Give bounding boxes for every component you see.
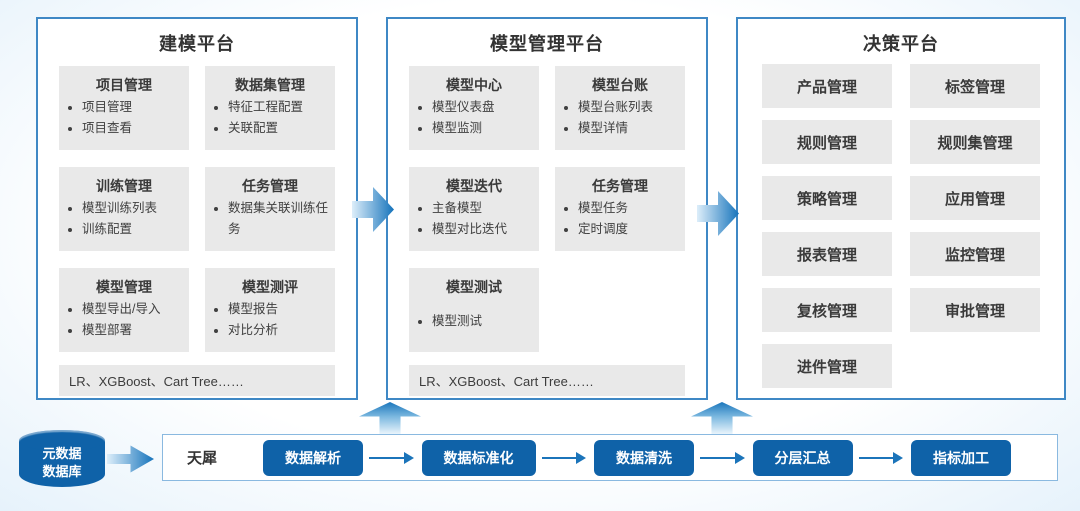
module-item: 模型部署	[82, 320, 183, 341]
flow-arrow-right-icon	[107, 445, 154, 473]
pipeline-step-data-parsing: 数据解析	[263, 439, 364, 476]
module-item-list: 模型测试	[415, 311, 533, 332]
module-grid: 模型中心 模型仪表盘 模型监测 模型台账 模型台账列表 模型详情 模型迭代 主备…	[388, 56, 706, 352]
module-title: 模型台账	[592, 77, 648, 93]
module-title: 模型测试	[446, 279, 502, 295]
pipeline-step-layered-aggregation: 分层汇总	[752, 439, 853, 476]
module-title: 任务管理	[242, 178, 298, 194]
pipeline-connector-arrow-icon	[369, 451, 413, 464]
panel-model-management-platform: 模型管理平台 模型中心 模型仪表盘 模型监测 模型台账 模型台账列表 模型详情 …	[386, 17, 708, 400]
algorithms-footer: LR、XGBoost、Cart Tree……	[59, 365, 335, 396]
module-item: 模型对比迭代	[432, 219, 533, 240]
module-item: 模型训练列表	[82, 198, 183, 219]
module-item-list: 特征工程配置 关联配置	[211, 97, 329, 138]
module-item: 模型仪表盘	[432, 97, 533, 118]
module-item: 模型详情	[578, 118, 679, 139]
module-item: 模型监测	[432, 118, 533, 139]
flow-arrow-up-icon	[359, 402, 421, 435]
module-title: 模型管理	[96, 279, 152, 295]
pipeline-connector-arrow-icon	[700, 451, 744, 464]
decision-module-review-mgmt: 复核管理	[762, 288, 892, 332]
module-item-list: 模型任务 定时调度	[561, 198, 679, 239]
module-item: 模型台账列表	[578, 97, 679, 118]
data-pipeline-band: 天犀 数据解析 数据标准化 数据清洗 分层汇总 指标加工	[162, 434, 1058, 481]
metadata-database-cylinder: 元数据 数据库	[19, 430, 105, 487]
panel-title: 建模平台	[159, 34, 235, 54]
module-title: 模型迭代	[446, 178, 502, 194]
module-item: 数据集关联训练任务	[228, 198, 329, 239]
database-label-line2: 数据库	[42, 463, 82, 479]
decision-module-app-mgmt: 应用管理	[910, 176, 1040, 220]
database-label: 元数据 数据库	[19, 445, 105, 480]
decision-module-intake-mgmt: 进件管理	[762, 344, 892, 388]
decision-module-ruleset-mgmt: 规则集管理	[910, 120, 1040, 164]
module-title: 任务管理	[592, 178, 648, 194]
decision-module-rule-mgmt: 规则管理	[762, 120, 892, 164]
module-item: 模型导出/导入	[82, 299, 183, 320]
decision-module-approval-mgmt: 审批管理	[910, 288, 1040, 332]
module-card-project-mgmt: 项目管理 项目管理 项目查看	[59, 66, 189, 150]
panel-modeling-platform: 建模平台 项目管理 项目管理 项目查看 数据集管理 特征工程配置 关联配置 训练…	[36, 17, 358, 400]
module-card-model-center: 模型中心 模型仪表盘 模型监测	[409, 66, 539, 150]
algorithms-footer: LR、XGBoost、Cart Tree……	[409, 365, 685, 396]
module-item: 项目查看	[82, 118, 183, 139]
module-item: 主备模型	[432, 198, 533, 219]
pipeline-connector-arrow-icon	[541, 451, 586, 464]
module-item: 关联配置	[228, 118, 329, 139]
module-card-model-mgmt: 模型管理 模型导出/导入 模型部署	[59, 268, 189, 352]
decision-module-label-mgmt: 标签管理	[910, 64, 1040, 108]
engine-name-label: 天犀	[187, 450, 218, 467]
module-item-list: 模型台账列表 模型详情	[561, 97, 679, 138]
decision-module-grid: 产品管理 标签管理 规则管理 规则集管理 策略管理 应用管理 报表管理 监控管理…	[738, 56, 1064, 388]
module-item: 训练配置	[82, 219, 183, 240]
module-grid: 项目管理 项目管理 项目查看 数据集管理 特征工程配置 关联配置 训练管理 模型…	[38, 56, 356, 352]
module-item: 项目管理	[82, 97, 183, 118]
module-item: 模型任务	[578, 198, 679, 219]
flow-arrow-up-icon	[691, 402, 753, 435]
module-item: 定时调度	[578, 219, 679, 240]
module-item-list: 模型导出/导入 模型部署	[65, 299, 183, 340]
database-label-line1: 元数据	[42, 446, 82, 461]
module-item: 模型测试	[432, 311, 533, 332]
panel-title: 模型管理平台	[490, 34, 604, 54]
module-item: 对比分析	[228, 320, 329, 341]
module-card-model-iteration: 模型迭代 主备模型 模型对比迭代	[409, 167, 539, 251]
module-card-model-test: 模型测试 模型测试	[409, 268, 539, 352]
module-card-task-mgmt: 任务管理 模型任务 定时调度	[555, 167, 685, 251]
module-item: 特征工程配置	[228, 97, 329, 118]
pipeline-step-data-cleaning: 数据清洗	[594, 439, 695, 476]
module-card-task-mgmt: 任务管理 数据集关联训练任务	[205, 167, 335, 251]
module-title: 训练管理	[96, 178, 152, 194]
decision-module-strategy-mgmt: 策略管理	[762, 176, 892, 220]
panel-title: 决策平台	[863, 34, 939, 54]
module-card-model-eval: 模型测评 模型报告 对比分析	[205, 268, 335, 352]
pipeline-connector-arrow-icon	[858, 451, 903, 464]
module-item-list: 主备模型 模型对比迭代	[415, 198, 533, 239]
module-item-list: 模型仪表盘 模型监测	[415, 97, 533, 138]
module-item-list: 数据集关联训练任务	[211, 198, 329, 239]
module-item-list: 项目管理 项目查看	[65, 97, 183, 138]
module-card-model-ledger: 模型台账 模型台账列表 模型详情	[555, 66, 685, 150]
module-card-dataset-mgmt: 数据集管理 特征工程配置 关联配置	[205, 66, 335, 150]
module-title: 模型测评	[242, 279, 298, 295]
module-title: 模型中心	[446, 77, 502, 93]
module-title: 项目管理	[96, 77, 152, 93]
panel-decision-platform: 决策平台 产品管理 标签管理 规则管理 规则集管理 策略管理 应用管理 报表管理…	[736, 17, 1066, 400]
module-item: 模型报告	[228, 299, 329, 320]
pipeline-step-data-standardization: 数据标准化	[421, 439, 536, 476]
module-title: 数据集管理	[235, 77, 305, 93]
module-card-training-mgmt: 训练管理 模型训练列表 训练配置	[59, 167, 189, 251]
decision-module-product-mgmt: 产品管理	[762, 64, 892, 108]
module-item-list: 模型训练列表 训练配置	[65, 198, 183, 239]
module-item-list: 模型报告 对比分析	[211, 299, 329, 340]
decision-module-report-mgmt: 报表管理	[762, 232, 892, 276]
database-cylinder-top	[19, 430, 105, 451]
decision-module-monitor-mgmt: 监控管理	[910, 232, 1040, 276]
pipeline-step-indicator-processing: 指标加工	[911, 439, 1012, 476]
